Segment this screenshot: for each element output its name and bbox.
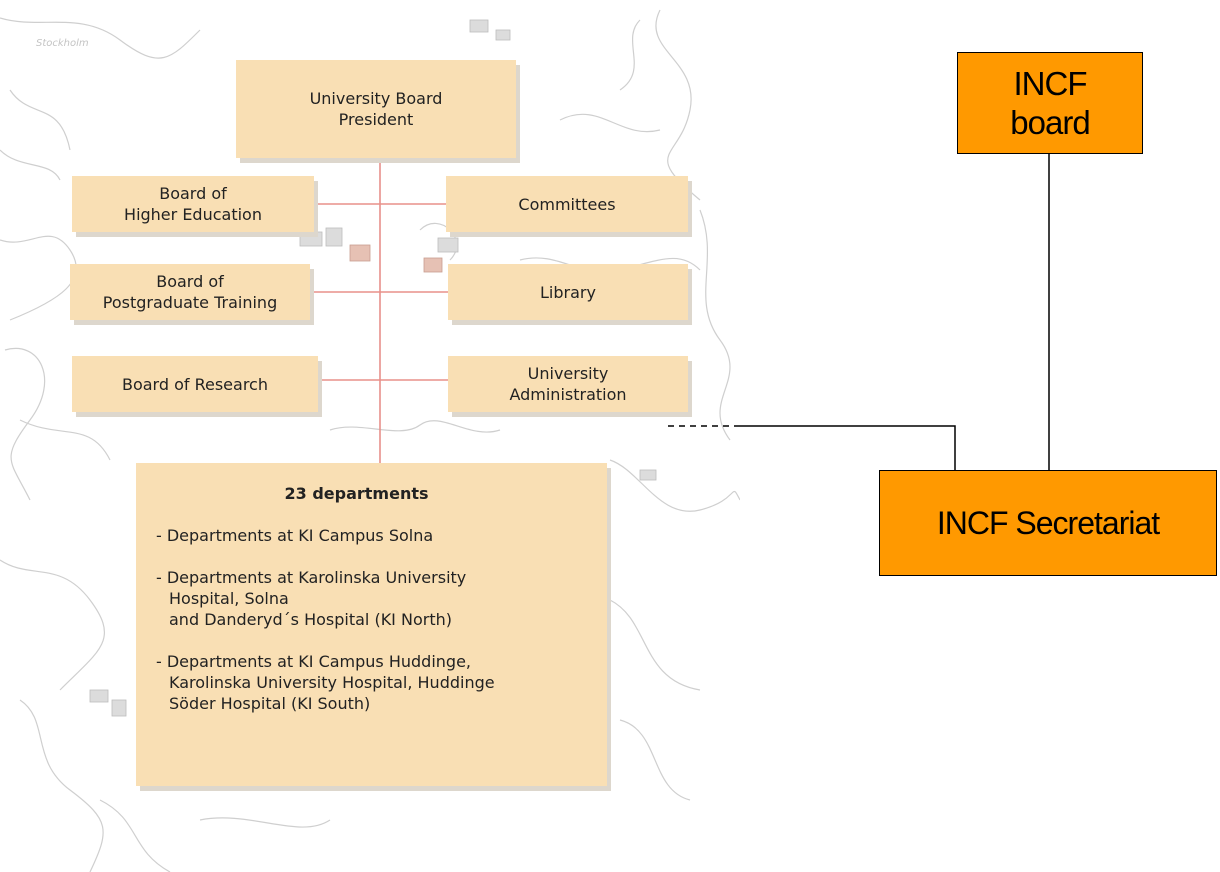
committees-box: Committees xyxy=(446,176,688,232)
library-box: Library xyxy=(448,264,688,320)
map-watermark: Stockholm xyxy=(36,38,89,49)
departments-item-north-line3: and Danderyd´s Hospital (KI North) xyxy=(169,610,452,629)
board-postgraduate-line2: Postgraduate Training xyxy=(102,293,278,312)
departments-title: 23 departments xyxy=(284,484,429,503)
university-administration-box: University Administration xyxy=(448,356,688,412)
university-board-box: University Board President xyxy=(236,60,516,158)
board-of-research-label: Board of Research xyxy=(121,374,268,394)
library-label: Library xyxy=(540,282,596,302)
board-of-research-box: Board of Research xyxy=(72,356,318,412)
departments-item-north-line2: Hospital, Solna xyxy=(169,589,289,608)
departments-item-north: - Departments at Karolinska University H… xyxy=(156,567,597,630)
board-postgraduate-training-box: Board of Postgraduate Training xyxy=(70,264,310,320)
departments-item-solna: - Departments at KI Campus Solna xyxy=(156,525,597,546)
board-higher-education-line1: Board of xyxy=(159,184,227,203)
incf-secretariat-label: INCF Secretariat xyxy=(936,505,1160,541)
departments-item-solna-line1: - Departments at KI Campus Solna xyxy=(156,526,434,545)
board-postgraduate-line1: Board of xyxy=(156,272,224,291)
president-label: President xyxy=(338,110,414,129)
university-board-label: University Board xyxy=(309,89,443,108)
board-higher-education-line2: Higher Education xyxy=(124,205,262,224)
departments-box: 23 departments - Departments at KI Campu… xyxy=(136,463,607,786)
incf-board-line2: board xyxy=(1010,104,1090,141)
incf-secretariat-box: INCF Secretariat xyxy=(879,470,1217,576)
campus-map-background xyxy=(0,9,740,872)
departments-item-south-line1: - Departments at KI Campus Huddinge, xyxy=(156,652,471,671)
incf-board-box: INCF board xyxy=(957,52,1143,154)
university-administration-line2: Administration xyxy=(509,385,627,404)
departments-item-north-line1: - Departments at Karolinska University xyxy=(156,568,467,587)
departments-item-south-line2: Karolinska University Hospital, Huddinge xyxy=(169,673,495,692)
university-administration-line1: University xyxy=(527,364,609,383)
departments-item-south: - Departments at KI Campus Huddinge, Kar… xyxy=(156,651,597,714)
board-higher-education-box: Board of Higher Education xyxy=(72,176,314,232)
committees-label: Committees xyxy=(518,194,616,214)
incf-board-line1: INCF xyxy=(1013,65,1088,102)
secretariat-link xyxy=(736,425,956,470)
departments-item-south-line3: Söder Hospital (KI South) xyxy=(169,694,371,713)
